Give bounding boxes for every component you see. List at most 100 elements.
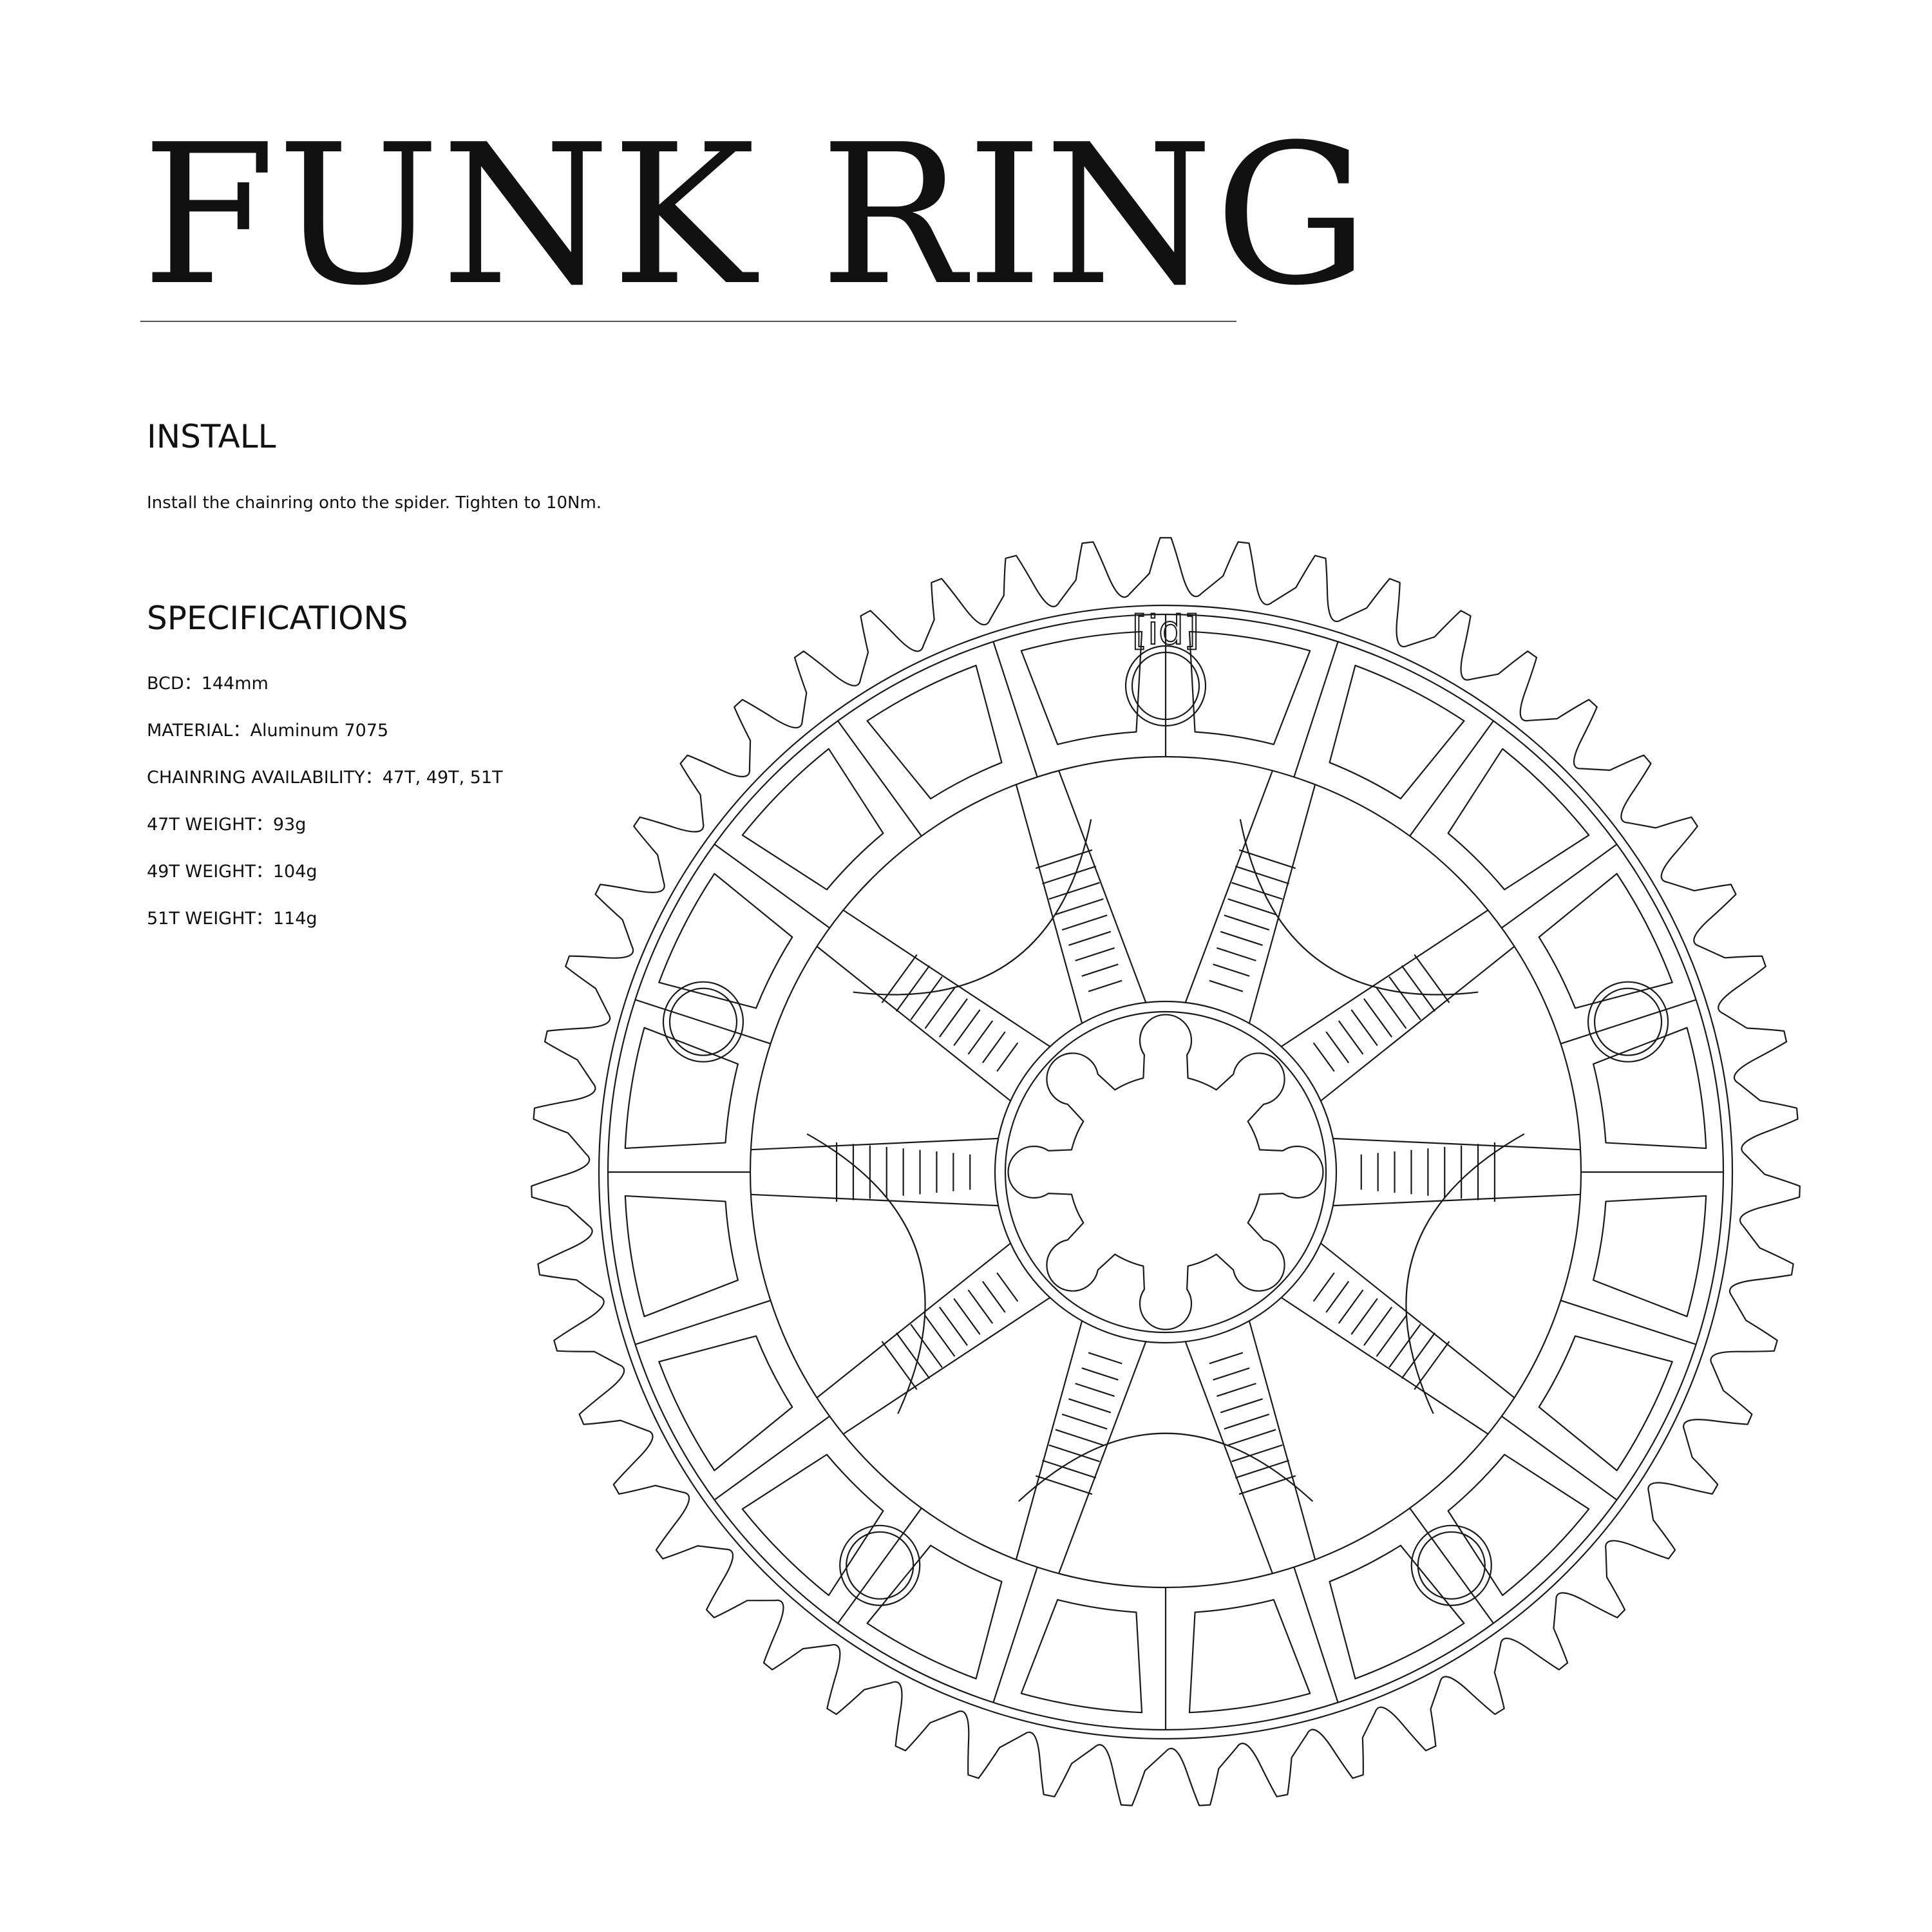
arm-hatch-line xyxy=(1388,976,1421,1021)
arm-hatch-line xyxy=(1235,1459,1289,1479)
ring-window xyxy=(1593,1027,1707,1150)
ring-divider xyxy=(1501,1416,1618,1501)
spec-label: 47T WEIGHT xyxy=(147,815,256,835)
arm-hatch-line xyxy=(1338,1289,1364,1324)
install-instructions: Install the chainring onto the spider. T… xyxy=(147,493,602,513)
arm-hatch-line xyxy=(967,1020,994,1055)
ring-divider xyxy=(635,999,771,1045)
spider-arm xyxy=(816,1242,1051,1435)
arm-hatch-line xyxy=(895,965,931,1012)
arm-hatch-line xyxy=(1088,980,1122,992)
spider-arm xyxy=(1280,1242,1515,1435)
arm-hatch-line xyxy=(953,1298,981,1335)
spider-arm xyxy=(1332,1137,1581,1207)
arm-hatch-line xyxy=(938,998,968,1037)
page-title: FUNK RING xyxy=(142,103,1370,328)
ring-window xyxy=(1329,1544,1465,1680)
arm-hatch-line xyxy=(1220,1398,1263,1414)
spec-label: 49T WEIGHT xyxy=(147,862,256,882)
ring-divider xyxy=(1409,720,1494,837)
spec-value: 104g xyxy=(272,862,317,882)
arm-hatch-line xyxy=(1414,1341,1450,1390)
ring-divider xyxy=(1560,999,1696,1045)
spec-value: 144mm xyxy=(201,674,269,694)
bolt-hole-inner xyxy=(1131,651,1200,721)
title-divider xyxy=(140,321,1236,322)
arm-hatch-line xyxy=(1231,1444,1283,1463)
ring-window xyxy=(741,748,884,891)
arm-hatch-line xyxy=(1227,898,1276,916)
arm-hatch-line xyxy=(1081,963,1119,977)
spec-separator: ： xyxy=(255,815,273,835)
ring-divider xyxy=(714,844,830,929)
arm-hatch-line xyxy=(1224,1414,1270,1430)
arm-hatch-line xyxy=(1350,1009,1378,1046)
arm-hatch-line xyxy=(895,1332,931,1379)
arm-hatch-line xyxy=(910,1323,943,1368)
arm-hatch-line xyxy=(1376,987,1407,1029)
spec-item-51t-weight: 51T WEIGHT：114g xyxy=(147,907,503,954)
arm-hatch-line xyxy=(1220,931,1263,946)
arm-hatch-line xyxy=(1048,882,1100,900)
arm-hatch-line xyxy=(1042,1459,1097,1479)
install-heading: INSTALL xyxy=(147,418,276,455)
spec-label: MATERIAL xyxy=(147,721,233,741)
arm-hatch-line xyxy=(1209,980,1244,992)
arm-hatch-line xyxy=(1055,1428,1104,1446)
spider-cutout xyxy=(806,1133,926,1414)
arm-hatch-line xyxy=(1338,1020,1364,1055)
specifications-heading: SPECIFICATIONS xyxy=(147,600,408,637)
spider-arm xyxy=(816,909,1051,1102)
specifications-list: BCD：144mm MATERIAL：Aluminum 7075 CHAINRI… xyxy=(147,672,503,954)
arm-hatch-line xyxy=(1042,866,1097,885)
arm-hatch-line xyxy=(1075,1383,1115,1397)
spec-label: BCD xyxy=(147,674,184,694)
arm-hatch-line xyxy=(1048,1444,1100,1463)
chainring-illustration: [id] xyxy=(531,536,1801,1806)
ring-window xyxy=(1538,873,1673,1009)
arm-hatch-line xyxy=(924,1315,956,1357)
arm-hatch-line xyxy=(1388,1323,1421,1368)
arm-hatch-line xyxy=(1414,954,1450,1003)
ring-window xyxy=(1329,665,1465,800)
ring-window xyxy=(741,1454,884,1596)
spec-value: 47T, 49T, 51T xyxy=(382,768,503,788)
spec-separator: ： xyxy=(255,862,273,882)
bolt-hole-inner xyxy=(1593,987,1663,1056)
arm-hatch-line xyxy=(1363,998,1393,1037)
arm-hatch-line xyxy=(1363,1307,1393,1346)
bolt-hole-outer xyxy=(1587,981,1669,1063)
arm-hatch-line xyxy=(924,987,956,1029)
arm-hatch-line xyxy=(1350,1298,1378,1335)
spider-arm xyxy=(1280,909,1515,1102)
bolt-hole-outer xyxy=(662,981,744,1063)
ring-divider xyxy=(714,1416,830,1501)
arm-hatch-line xyxy=(1325,1031,1350,1063)
arm-hatch-line xyxy=(1376,1315,1407,1357)
arm-hatch-line xyxy=(1238,849,1296,869)
ring-window xyxy=(1188,630,1311,745)
inner-ring-line xyxy=(749,755,1582,1589)
ring-window xyxy=(658,873,793,1009)
ring-divider xyxy=(1293,641,1339,777)
spider-cutout xyxy=(853,819,1092,996)
brand-logo: [id] xyxy=(1132,607,1200,654)
outer-ring-line xyxy=(598,604,1734,1740)
bolt-hole-inner xyxy=(846,1531,914,1600)
arm-hatch-line xyxy=(1235,866,1289,885)
ring-divider xyxy=(1560,1300,1696,1345)
arm-hatch-line xyxy=(1312,1042,1335,1072)
arm-hatch-line xyxy=(1075,947,1115,961)
spider-arm xyxy=(1015,1320,1147,1574)
arm-hatch-line xyxy=(881,1341,918,1390)
spec-value: Aluminum 7075 xyxy=(250,721,389,741)
arm-hatch-line xyxy=(1068,1398,1112,1414)
arm-hatch-line xyxy=(1217,947,1256,961)
spec-label: CHAINRING AVAILABILITY xyxy=(147,768,365,788)
spec-item-47t-weight: 47T WEIGHT：93g xyxy=(147,813,503,860)
arm-hatch-line xyxy=(1035,849,1093,869)
arm-hatch-line xyxy=(1312,1272,1335,1302)
ring-window xyxy=(658,1335,793,1472)
arm-hatch-line xyxy=(1061,914,1108,931)
spec-separator: ： xyxy=(232,721,251,741)
